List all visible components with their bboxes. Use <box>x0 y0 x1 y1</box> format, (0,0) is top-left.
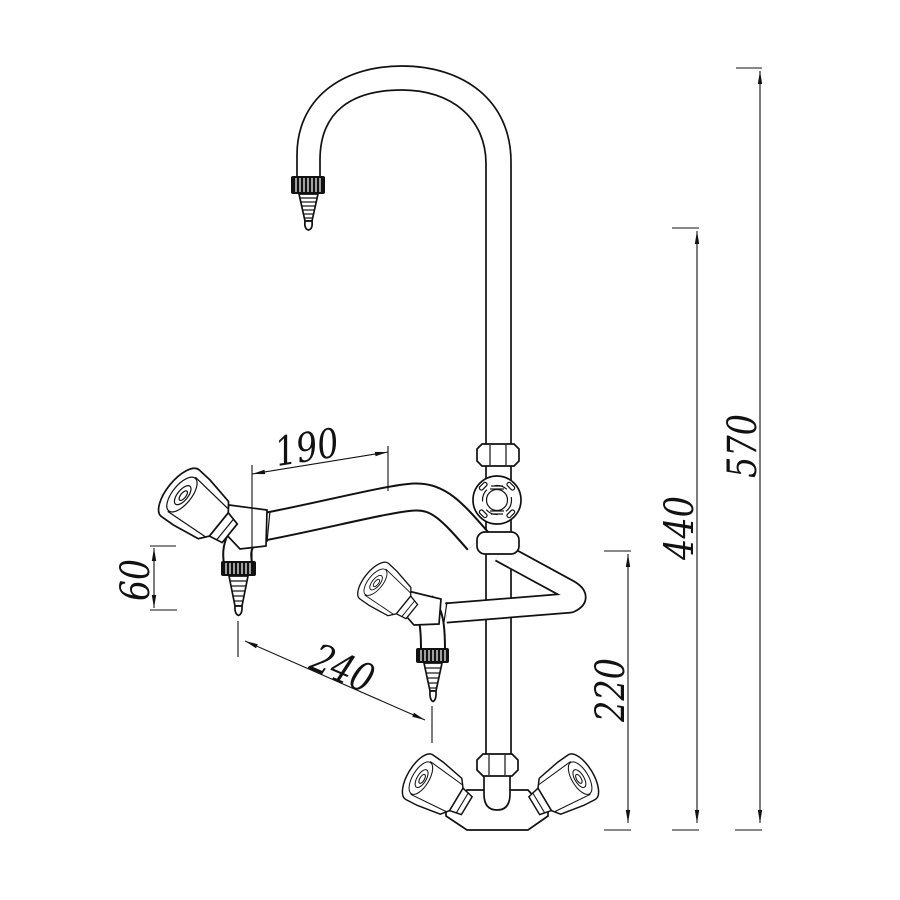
base-assembly <box>395 748 606 831</box>
dimension-outlet-spacing: 240 <box>237 621 433 743</box>
dimension-total-height: 570 <box>720 67 766 831</box>
spout-cone-serrations <box>300 197 317 219</box>
dim-label-190: 190 <box>272 420 343 476</box>
lower-arm-tube <box>443 542 587 624</box>
dimension-nozzle-length: 60 <box>113 545 177 611</box>
inline-valve <box>472 443 522 525</box>
upper-arm-tube <box>260 482 489 551</box>
outlet-left <box>150 460 268 617</box>
valve-cross-handle <box>472 475 522 525</box>
dimension-spout-height: 440 <box>657 227 703 831</box>
dim-label-60: 60 <box>113 559 159 601</box>
dim-label-440: 440 <box>657 496 703 561</box>
dimension-arm-height: 220 <box>588 550 634 831</box>
base-pipe-end <box>483 773 511 811</box>
gooseneck-spout <box>296 65 512 755</box>
outlet-left-nozzle <box>221 561 256 617</box>
spout-nozzle <box>291 176 325 231</box>
handle-notches <box>478 481 516 519</box>
arm-junction-sleeve <box>476 531 520 555</box>
dim-label-240: 240 <box>303 635 381 703</box>
valve-hex-nut <box>476 443 520 467</box>
dimension-spout-reach: 190 <box>251 420 389 562</box>
outlet-middle <box>351 556 449 703</box>
spout-nut-knurling <box>295 178 321 192</box>
dim-label-220: 220 <box>588 658 634 723</box>
base-hex-nut <box>476 753 519 777</box>
dim-label-570: 570 <box>720 414 766 478</box>
outlet-middle-nozzle <box>416 648 449 703</box>
